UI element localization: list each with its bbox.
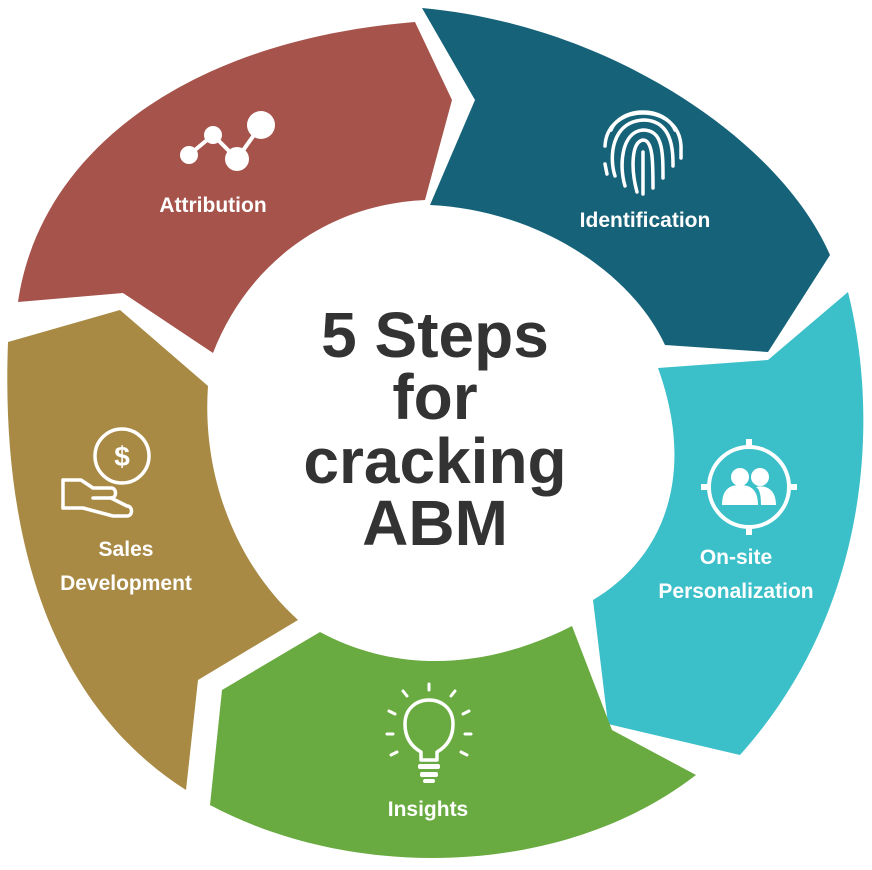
- lightbulb-icon: [385, 682, 473, 783]
- segment-sales-shape: [7, 310, 299, 790]
- users-circle-icon: [701, 439, 797, 535]
- segment-identification-label: Identification: [580, 209, 711, 232]
- center-title-line-1: 5 Steps: [321, 299, 549, 371]
- svg-text:$: $: [114, 441, 130, 472]
- segment-attribution-label: Attribution: [159, 194, 266, 217]
- segment-insights-label: Insights: [388, 798, 469, 821]
- segment-personalization-label-2: Personalization: [658, 580, 813, 603]
- segment-identification: Identification: [422, 8, 830, 352]
- segment-identification-shape: [422, 8, 830, 352]
- center-title-line-4: ABM: [362, 487, 508, 559]
- segment-attribution: Attribution: [18, 22, 452, 353]
- fingerprint-icon: [603, 110, 683, 196]
- center-title-line-3: cracking: [303, 425, 566, 497]
- segment-insights: Insights: [210, 626, 696, 858]
- segment-sales-label-1: Sales: [99, 538, 154, 561]
- segment-personalization-shape: [593, 292, 864, 755]
- segment-personalization: On-site Personalization: [593, 292, 864, 755]
- segment-sales-label-2: Development: [60, 572, 192, 595]
- segment-personalization-label-1: On-site: [700, 546, 772, 569]
- segment-attribution-shape: [18, 22, 452, 353]
- segment-insights-shape: [210, 626, 696, 858]
- connected-nodes-icon: [180, 111, 275, 171]
- hand-coin-icon: $: [61, 427, 151, 518]
- center-title: 5 Steps for cracking ABM: [303, 299, 566, 559]
- segment-sales: $ Sales Development: [7, 310, 299, 790]
- center-title-line-2: for: [392, 361, 477, 433]
